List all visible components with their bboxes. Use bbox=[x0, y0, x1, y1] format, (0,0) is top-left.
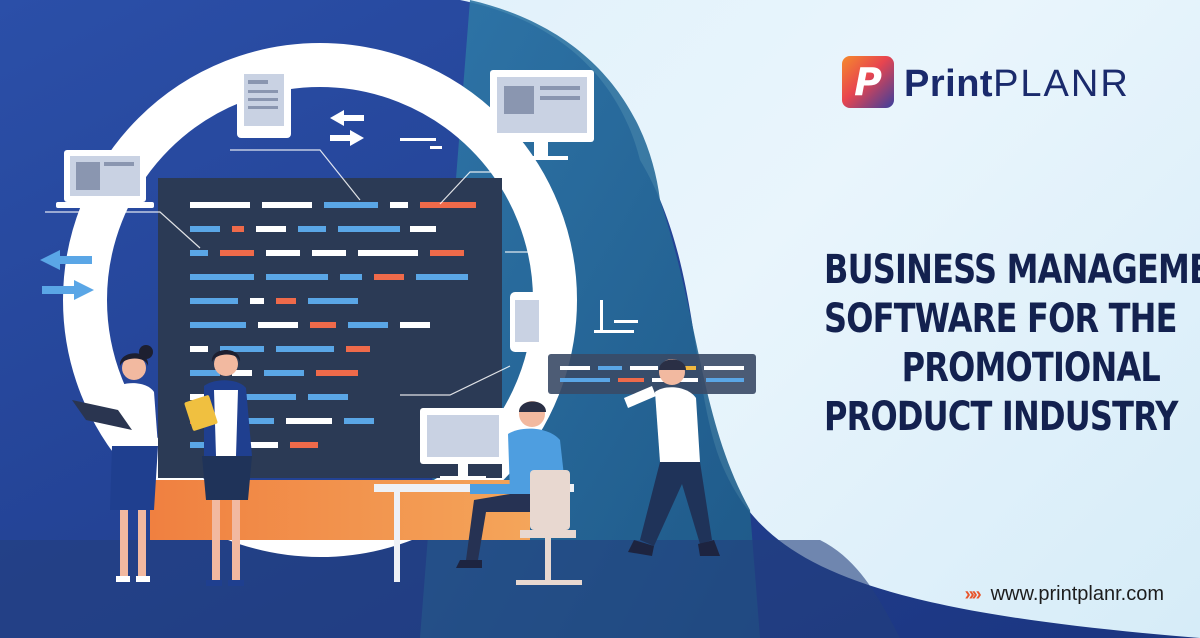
connector-lines bbox=[45, 149, 560, 396]
tablet-device-icon bbox=[237, 66, 291, 138]
lightbulb-icon bbox=[534, 218, 562, 260]
decor-dashes bbox=[182, 100, 638, 333]
laptop-device-icon bbox=[56, 150, 154, 208]
monitor-device-icon bbox=[490, 70, 594, 160]
logo-wordmark: PrintPLANR bbox=[904, 64, 1130, 104]
headline: BUSINESS MANAGEMENT SOFTWARE FOR THE PRO… bbox=[824, 246, 1200, 442]
headline-line-1: BUSINESS MANAGEMENT bbox=[824, 247, 1200, 293]
website-link[interactable]: »» www.printplanr.com bbox=[965, 582, 1164, 606]
logo-word-print: Print bbox=[904, 63, 994, 105]
website-url: www.printplanr.com bbox=[990, 582, 1164, 605]
logo-mark-icon: P bbox=[842, 56, 894, 108]
woman-with-laptop bbox=[72, 345, 158, 582]
headline-line-2: SOFTWARE FOR THE bbox=[824, 296, 1178, 342]
printplanr-logo[interactable]: P PrintPLANR bbox=[842, 56, 1172, 112]
logo-mark-letter: P bbox=[854, 60, 882, 104]
headline-line-3: PROMOTIONAL bbox=[901, 345, 1161, 391]
headline-line-4: PRODUCT INDUSTRY bbox=[824, 394, 1178, 440]
seated-person bbox=[456, 401, 582, 585]
walking-person bbox=[624, 359, 720, 556]
double-chevron-right-icon: »» bbox=[964, 583, 982, 604]
floor-band bbox=[0, 540, 900, 638]
phone-device-icon bbox=[510, 292, 544, 352]
exchange-arrows-icon bbox=[40, 250, 94, 300]
sync-arrows-icon bbox=[330, 110, 364, 146]
logo-word-planr: PLANR bbox=[993, 63, 1130, 105]
woman-with-tablet bbox=[184, 350, 252, 586]
